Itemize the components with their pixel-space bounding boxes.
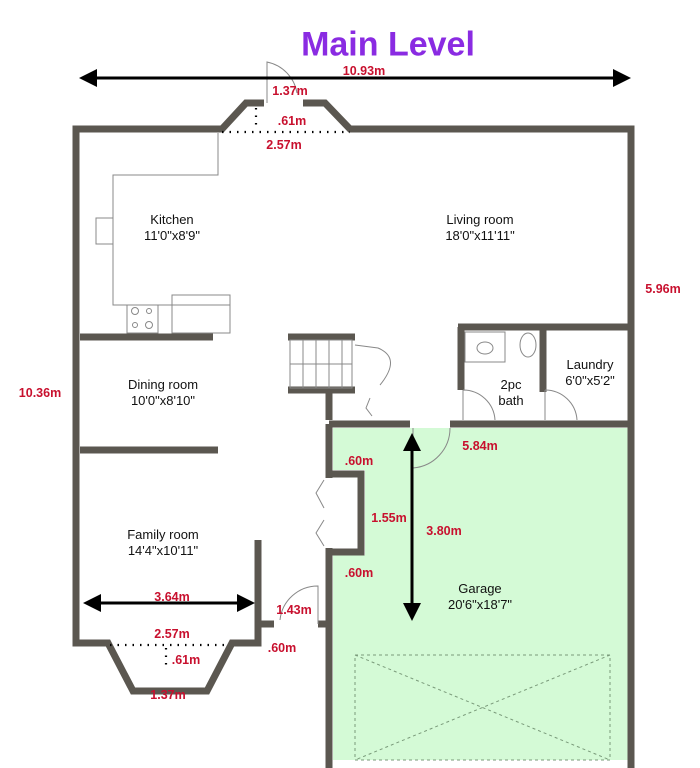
dim-bay-bottom-front: 1.37m <box>150 688 186 702</box>
dim-garage-width: 5.84m <box>462 439 498 453</box>
room-size: 11'0"x8'9" <box>144 228 200 243</box>
room-size: 20'6"x18'7" <box>447 597 513 612</box>
room-size: 14'4"x10'11" <box>127 543 199 558</box>
dim-bay-top-width: 2.57m <box>266 138 302 152</box>
dim-family-width: 3.64m <box>154 590 190 604</box>
room-size: 18'0"x11'11" <box>445 228 515 243</box>
room-name: Laundry <box>566 357 614 372</box>
room-size: bath <box>498 393 524 408</box>
room-name: Family room <box>127 527 199 542</box>
room-name: 2pc <box>500 377 522 392</box>
room-name: Garage <box>458 581 502 596</box>
dim-front-door: 1.37m <box>272 84 308 98</box>
dim-side-stub: .60m <box>267 641 297 655</box>
garage-door-outline <box>354 654 611 761</box>
dim-overall-width: 10.93m <box>342 64 386 78</box>
dim-right-height: 5.96m <box>645 282 681 296</box>
page-title: Main Level <box>301 25 475 64</box>
walls <box>72 99 635 768</box>
dim-closet-bottom: .60m <box>344 566 374 580</box>
dim-closet-length: 1.55m <box>371 511 407 525</box>
dimension-arrows <box>79 69 631 621</box>
dim-bay-bottom-depth: .61m <box>171 653 201 667</box>
stairs <box>289 339 391 389</box>
dim-bay-top-depth: .61m <box>277 114 307 128</box>
dim-left-height: 10.36m <box>18 386 62 400</box>
room-size: 6'0"x5'2" <box>565 373 615 388</box>
dim-closet-top: .60m <box>344 454 374 468</box>
kitchen-counter <box>95 133 231 334</box>
dim-garage-depth: 3.80m <box>426 524 462 538</box>
dim-side-door: 1.43m <box>276 603 312 617</box>
room-name: Dining room <box>127 377 199 392</box>
room-name: Kitchen <box>150 212 194 227</box>
bay-dotted-lines <box>110 108 350 668</box>
room-size: 10'0"x8'10" <box>130 393 196 408</box>
room-name: Living room <box>446 212 514 227</box>
dim-bay-bottom-width: 2.57m <box>154 627 190 641</box>
